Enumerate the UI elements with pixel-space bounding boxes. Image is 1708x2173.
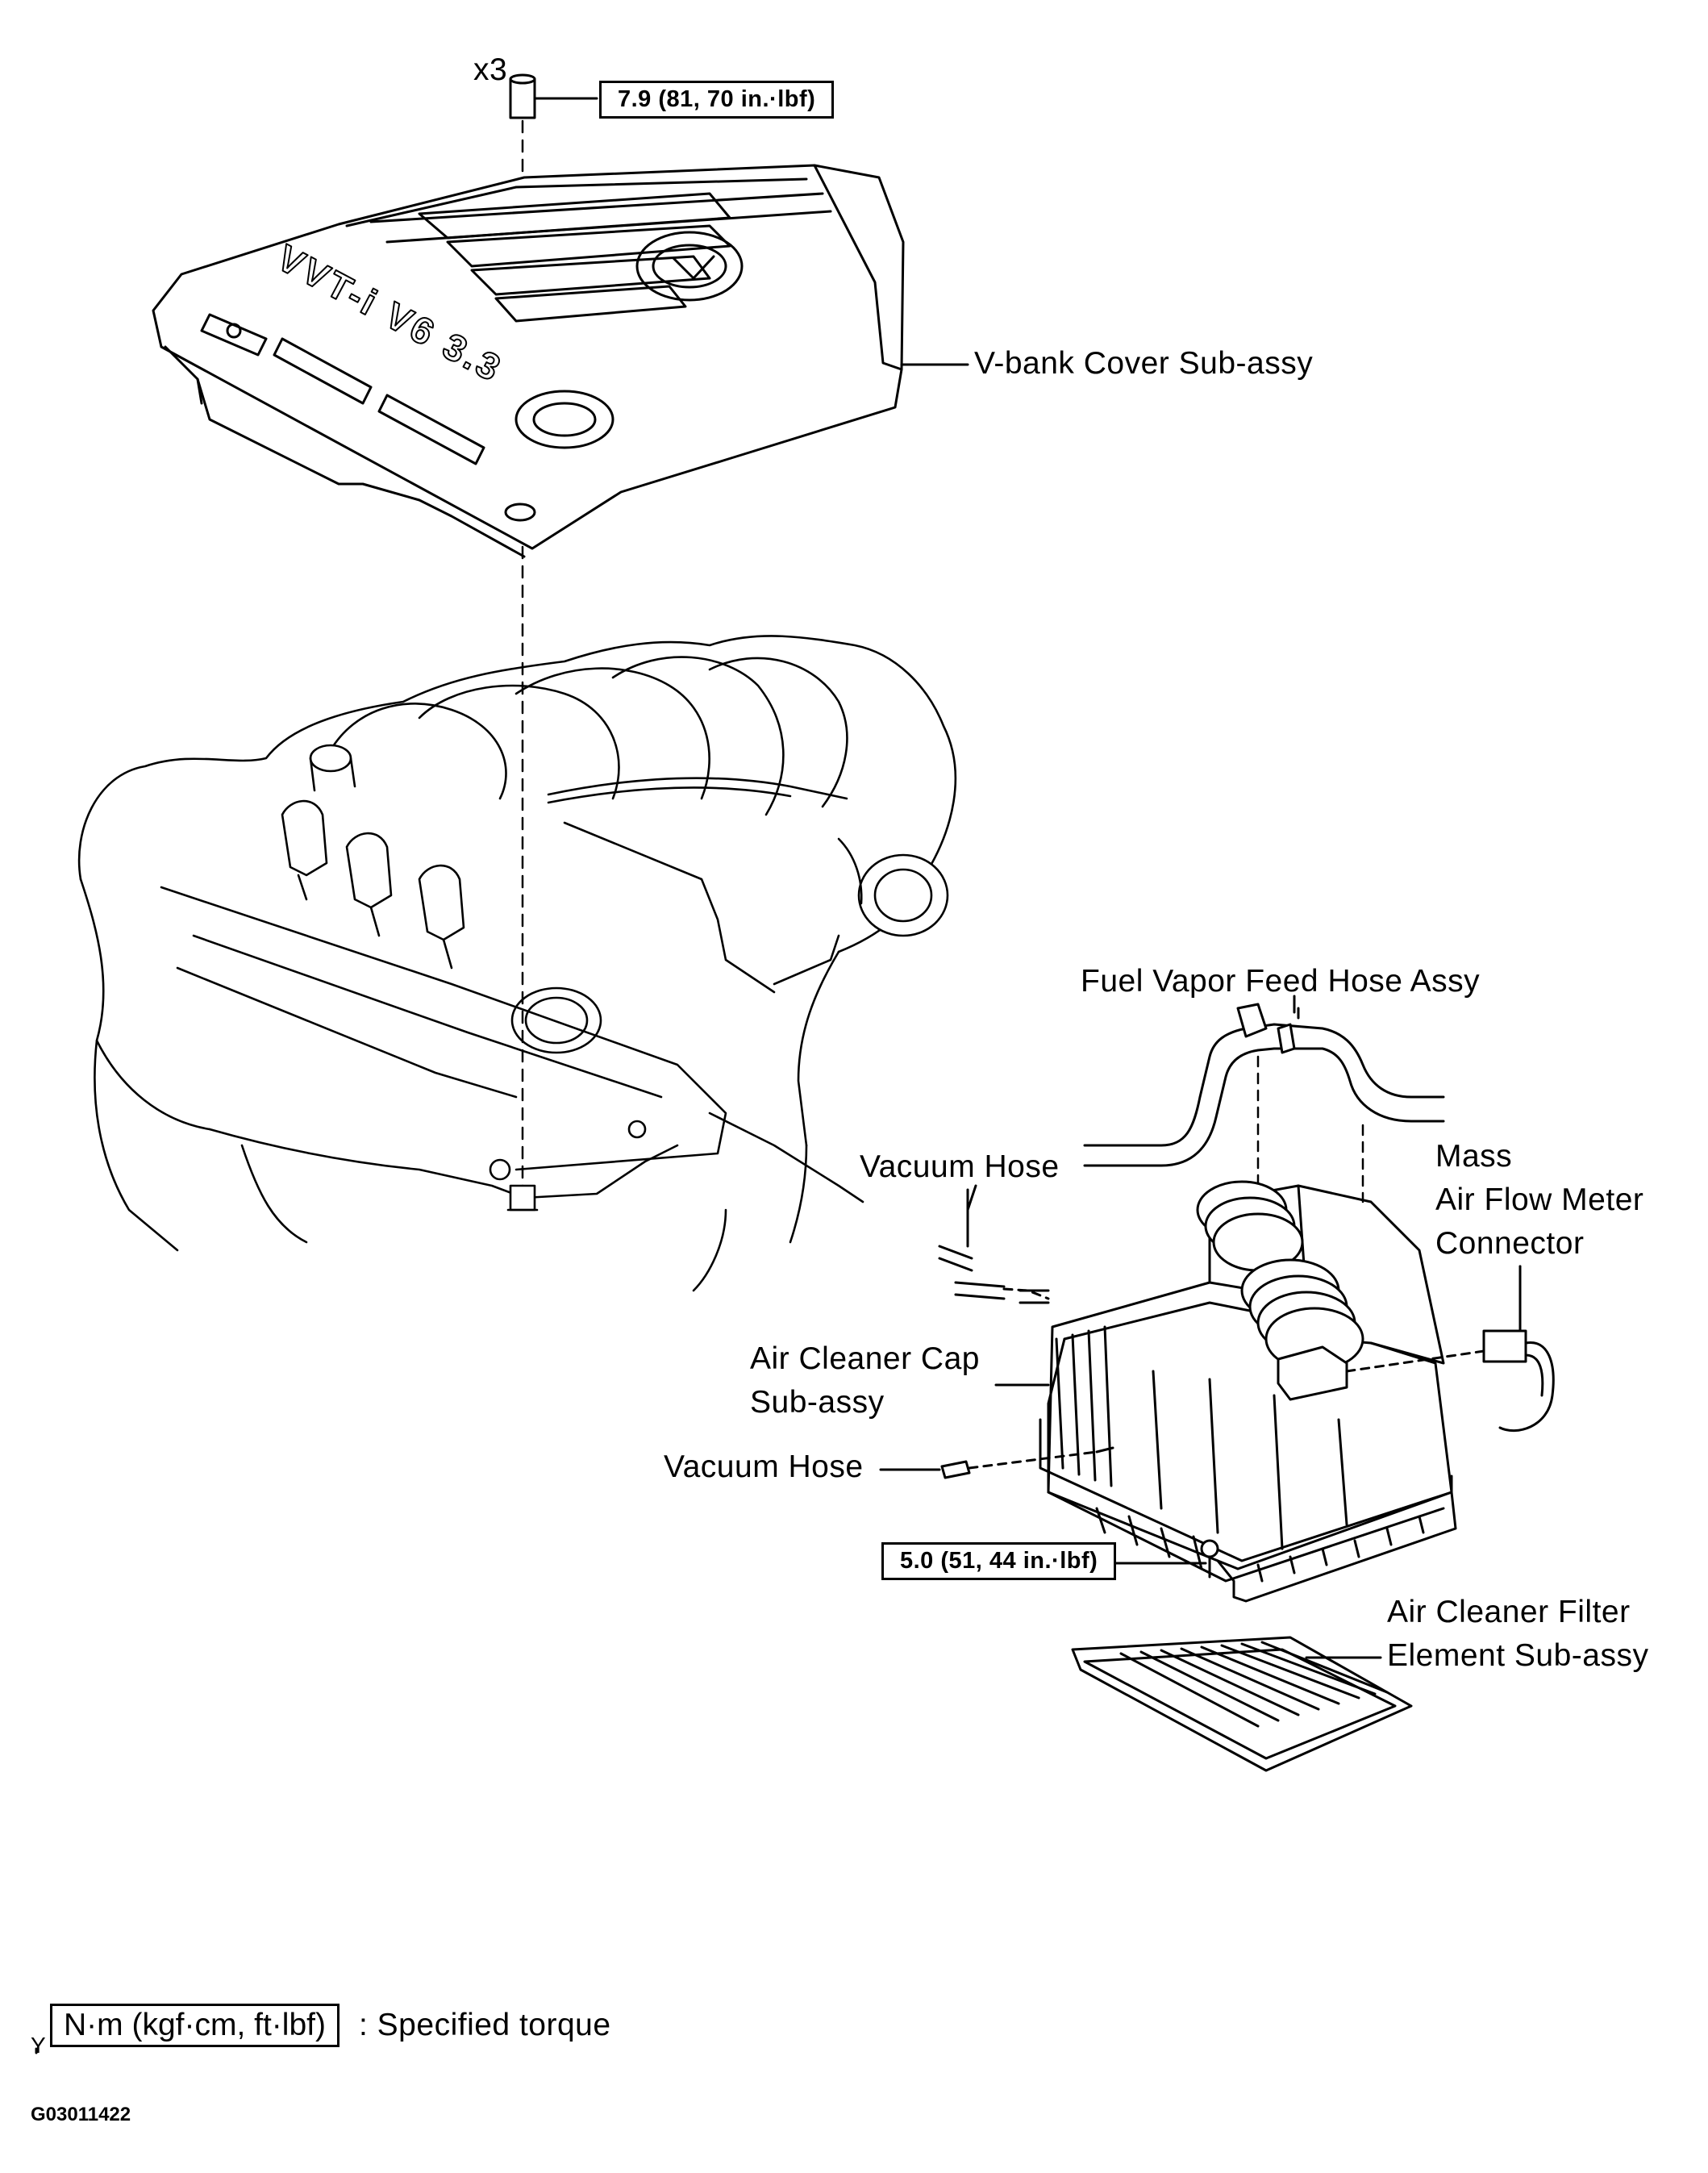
vacuum-hose-upper-label: Vacuum Hose xyxy=(860,1149,1060,1184)
cover-bolt xyxy=(509,73,598,119)
filter-label-line1: Air Cleaner Filter xyxy=(1387,1595,1631,1629)
torque-spec-top: 7.9 (81, 70 in.·lbf) xyxy=(599,81,835,119)
air-filter-element xyxy=(1071,1636,1413,1772)
vacuum-hose-lower-part xyxy=(940,1450,1098,1479)
legend-marker-letter: Y xyxy=(31,2033,46,2058)
fuel-vapor-hose-label: Fuel Vapor Feed Hose Assy xyxy=(1081,964,1481,999)
torque-legend-description: : Specified torque xyxy=(359,2008,611,2042)
maf-connector xyxy=(1345,1265,1555,1433)
vacuum-hose-upper-part xyxy=(938,1245,1050,1300)
maf-label-line3: Connector xyxy=(1435,1226,1585,1261)
air-cleaner-cap-label-line2: Sub-assy xyxy=(750,1385,885,1420)
air-cleaner-assembly xyxy=(1019,1180,1457,1603)
vbank-cover-label: V-bank Cover Sub-assy xyxy=(974,346,1314,381)
vacuum-hose-upper-leader xyxy=(966,1184,977,1212)
figure-id: G03011422 xyxy=(31,2104,131,2125)
maf-label-line2: Air Flow Meter xyxy=(1435,1182,1644,1217)
quantity-label: x3 xyxy=(473,52,508,87)
vacuum-hose-lower-label: Vacuum Hose xyxy=(664,1449,864,1484)
filter-label-line2: Element Sub-assy xyxy=(1387,1638,1649,1673)
v-bank-cover xyxy=(152,164,905,558)
fuel-vapor-feed-hose xyxy=(1083,995,1445,1203)
torque-spec-bottom: 5.0 (51, 44 in.·lbf) xyxy=(881,1542,1117,1580)
engine-assembly xyxy=(77,635,957,1292)
torque-unit-legend-box: N·m (kgf·cm, ft·lbf) xyxy=(50,2004,340,2047)
air-cleaner-cap-label-line1: Air Cleaner Cap xyxy=(750,1341,980,1376)
maf-label-line1: Mass xyxy=(1435,1139,1513,1174)
